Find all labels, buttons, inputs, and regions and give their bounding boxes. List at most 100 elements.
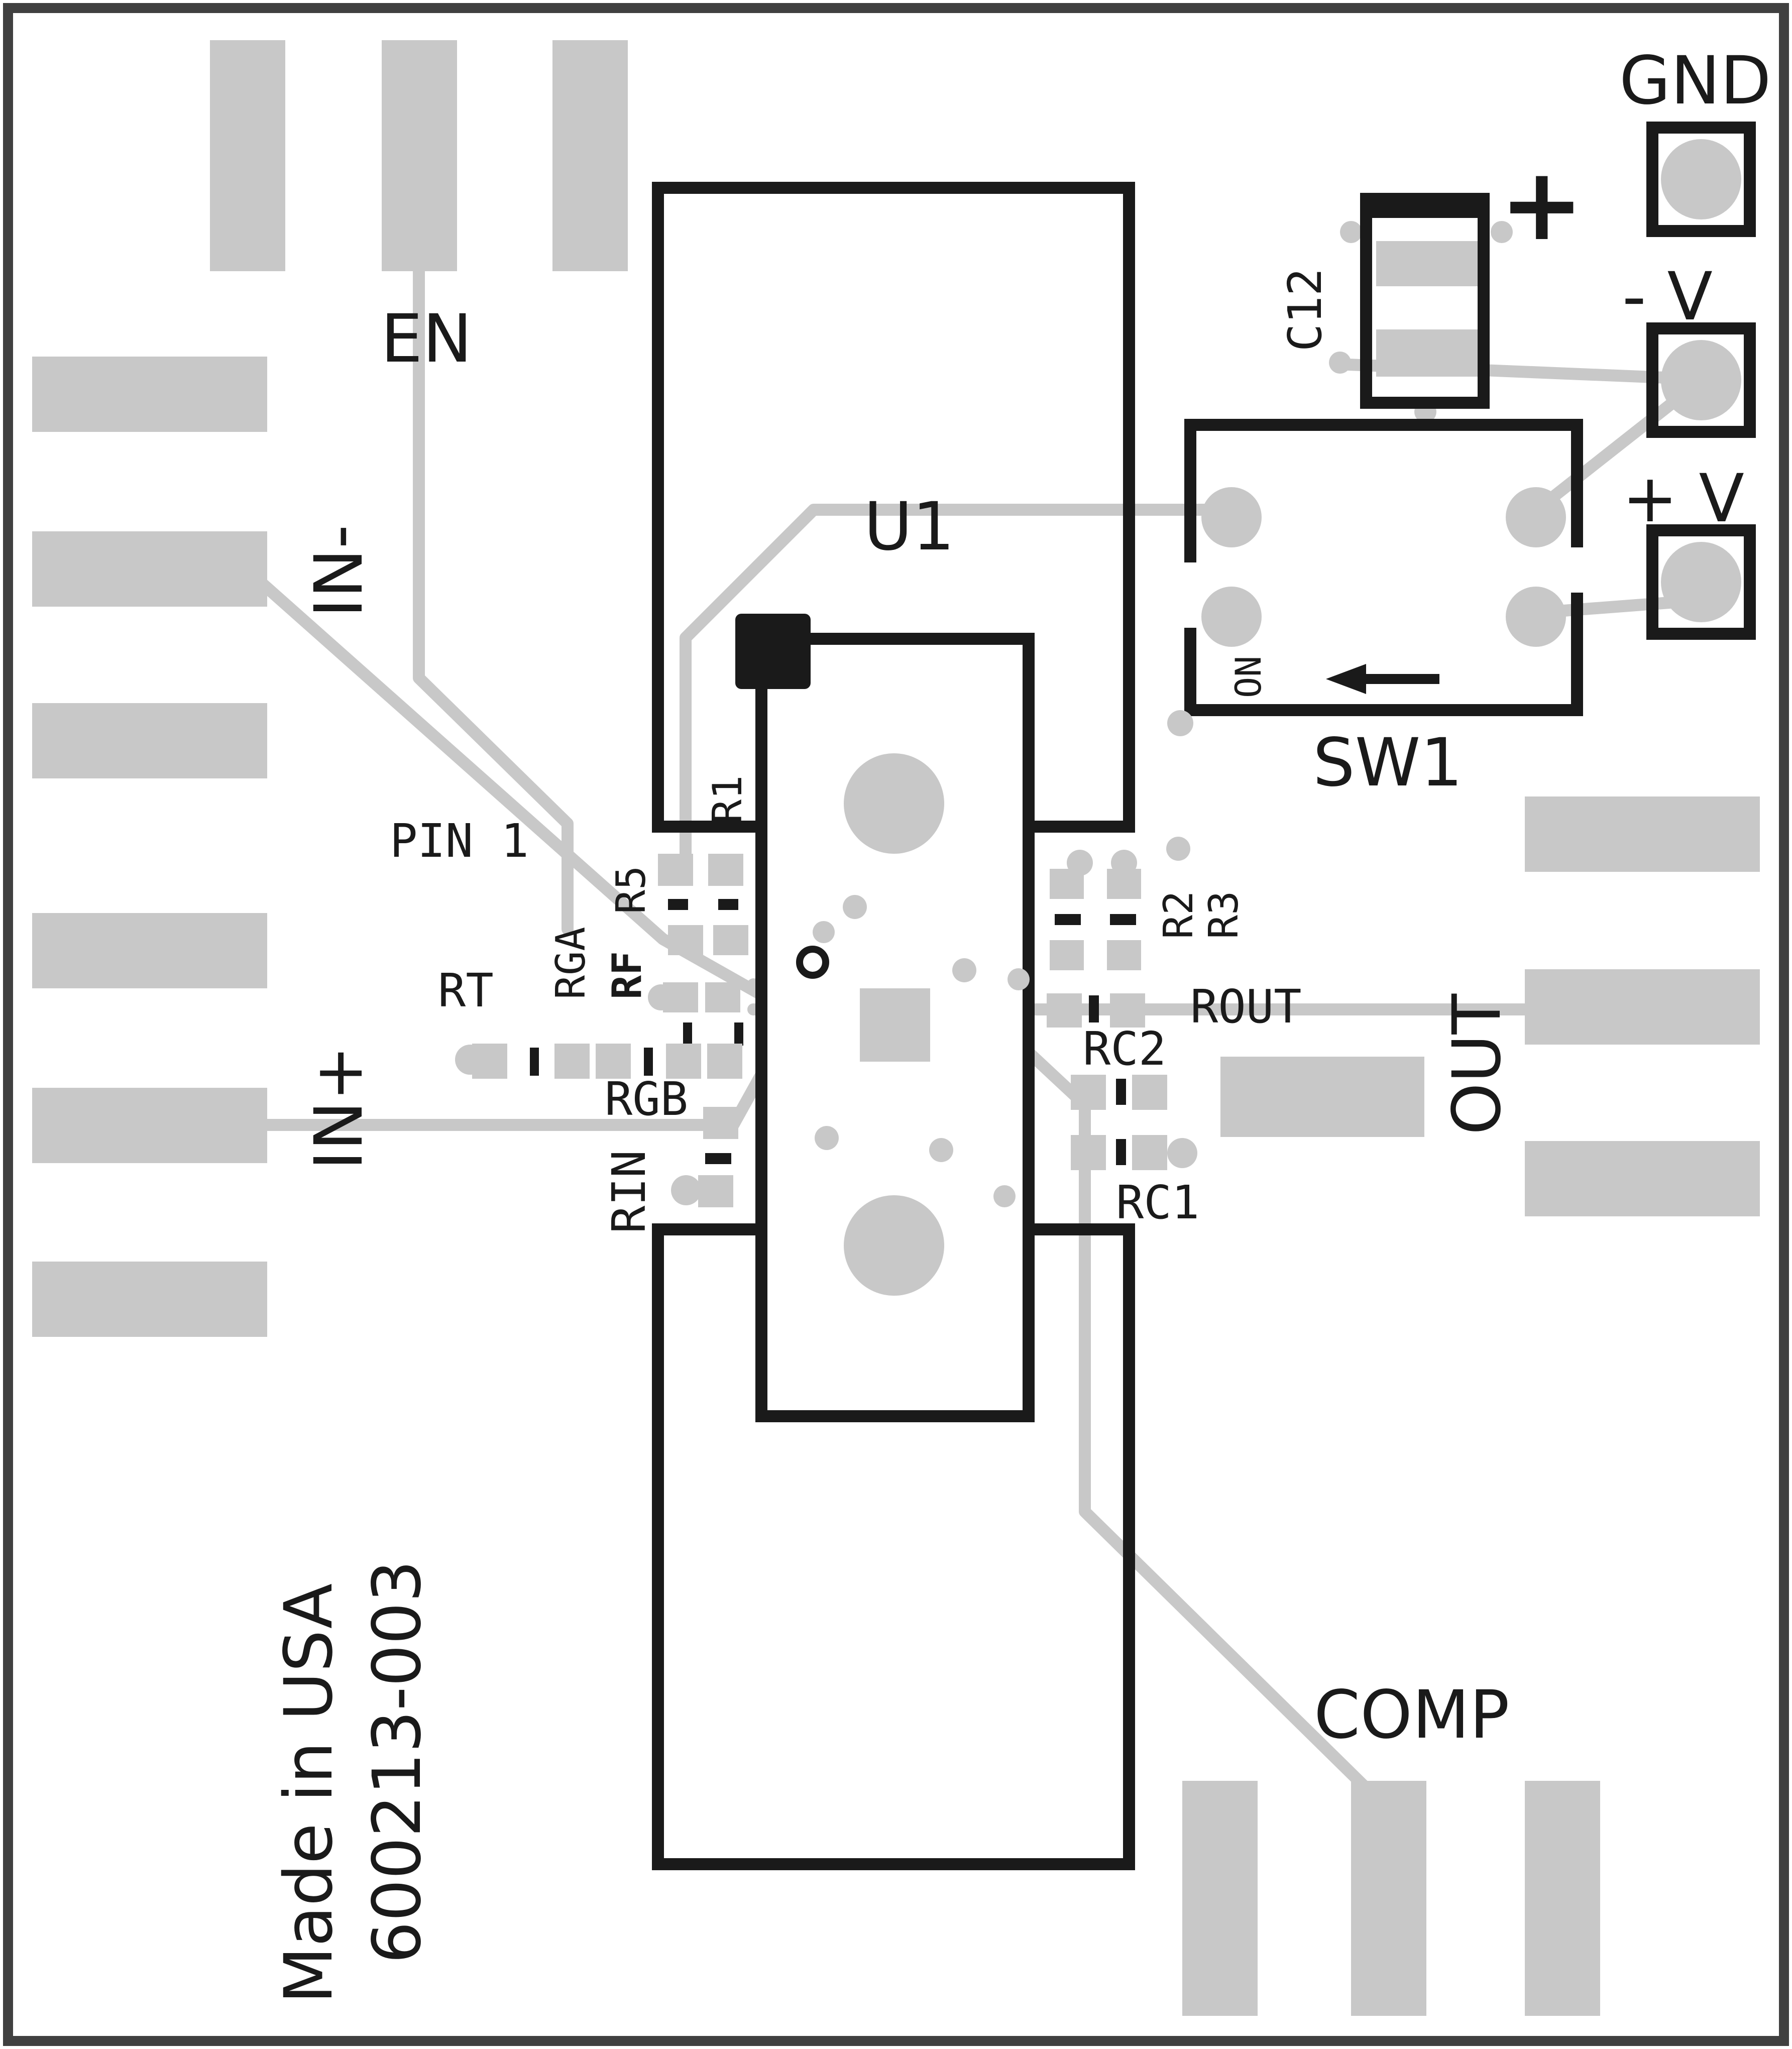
label-u1: U1 [864, 488, 955, 565]
silkscreen-mark [683, 1022, 692, 1046]
switch-sw1 [1167, 419, 1583, 736]
terminal-pos-v-outline [1646, 524, 1756, 640]
copper-pad [1050, 940, 1084, 970]
pad-left-4 [32, 913, 267, 988]
copper-pad [1007, 968, 1030, 990]
silkscreen-mark [530, 1048, 539, 1076]
ic-socket-outline [755, 633, 1035, 1422]
label-r3: R3 [1200, 891, 1247, 939]
silkscreen-mark [1116, 1079, 1126, 1105]
c12-pad-bottom [1376, 329, 1480, 377]
label-rin: RIN [602, 1150, 656, 1233]
silkscreen-mark [705, 1153, 731, 1164]
copper-pad [648, 984, 674, 1010]
pad-bottom-1 [1182, 1781, 1258, 2016]
sw1-pad-3 [1506, 487, 1566, 547]
copper-pad [668, 925, 703, 955]
trace-comp [1079, 1099, 1382, 1804]
pad-right-out [1525, 969, 1760, 1045]
pad-top-1 [210, 40, 285, 271]
silkscreen-mark [718, 899, 738, 910]
sw1-pad-1 [1201, 487, 1262, 547]
copper-pad [1071, 1075, 1106, 1110]
copper-pad [713, 925, 748, 955]
silkscreen-mark [668, 899, 688, 910]
silkscreen-mark [1089, 995, 1099, 1022]
copper-pad [1110, 993, 1145, 1028]
copper-pad [703, 1107, 738, 1139]
label-rf: RF [604, 951, 650, 999]
label-rt: RT [438, 964, 494, 1017]
copper-pad [813, 921, 835, 943]
copper-pad [707, 1044, 742, 1079]
pin1-via [796, 946, 829, 979]
copper-pad [952, 958, 976, 982]
terminal-gnd-outline [1646, 122, 1756, 237]
label-rout: ROUT [1190, 980, 1302, 1034]
label-sw-on: ON [1228, 656, 1269, 698]
c12-polarity-bar [1366, 195, 1484, 218]
label-pos-v: + V [1622, 460, 1744, 537]
pad-right-3 [1525, 1141, 1760, 1216]
silkscreen-mark [1116, 1139, 1126, 1165]
copper-pad [1166, 837, 1190, 861]
trace-u1-sw1 [680, 504, 1237, 865]
copper-pad [993, 1185, 1016, 1207]
label-rc1: RC1 [1116, 1176, 1199, 1229]
terminal-pos-v-pad [1661, 542, 1741, 622]
copper-pad [844, 1195, 944, 1296]
label-r1: R1 [704, 775, 751, 824]
silkscreen-mark [734, 1022, 743, 1046]
copper-pad [1111, 850, 1137, 876]
copper-pad [705, 982, 740, 1012]
sw1-pad-2 [1201, 587, 1262, 647]
pad-right-1 [1525, 796, 1760, 872]
pad-left-6 [32, 1262, 267, 1337]
pad-top-3 [552, 40, 628, 271]
ic-socket-vias [796, 753, 1190, 1296]
label-c12-plus: + [1500, 146, 1584, 263]
label-r5: R5 [608, 866, 654, 914]
terminal-neg-v-pad [1661, 340, 1741, 420]
label-en: EN [381, 300, 472, 378]
label-pin1: PIN 1 [390, 814, 529, 868]
terminal-gnd-pad [1661, 139, 1741, 219]
copper-pad [843, 895, 867, 919]
copper-pad [1132, 1135, 1167, 1170]
copper-pad [844, 753, 944, 854]
pad-top-en [382, 40, 457, 271]
label-sw1: SW1 [1313, 724, 1463, 802]
silkscreen-mark [1110, 914, 1136, 925]
silkscreen-mark [1055, 914, 1081, 925]
label-rgb: RGB [605, 1072, 688, 1126]
copper-pad [658, 854, 693, 886]
pin1-marker [735, 614, 811, 689]
smd-pads [455, 850, 1197, 1207]
label-rga: RGA [547, 927, 594, 1000]
copper-pad [815, 1126, 839, 1150]
copper-pad [455, 1045, 485, 1075]
pad-left-in-pos [32, 1088, 267, 1163]
label-c12: C12 [1278, 268, 1332, 352]
copper-pad [1167, 710, 1193, 736]
label-gnd: GND [1619, 42, 1771, 120]
copper-pad [666, 1044, 701, 1079]
label-part-number: 600213-003 [359, 1560, 436, 1964]
copper-pad [1067, 850, 1093, 876]
pad-bottom-3 [1525, 1781, 1600, 2016]
pad-left-in-neg [32, 531, 267, 607]
copper-pad [1132, 1075, 1167, 1110]
copper-pad [1329, 352, 1351, 374]
copper-pad [554, 1044, 590, 1079]
sw1-pad-4 [1506, 587, 1566, 647]
pad-bottom-comp [1351, 1781, 1426, 2016]
copper-pad [1047, 993, 1082, 1028]
sw1-on-arrow [1326, 664, 1439, 694]
sw1-outline [1184, 419, 1583, 716]
label-rc2: RC2 [1083, 1022, 1166, 1076]
label-in-neg: IN- [300, 525, 378, 618]
label-comp: COMP [1314, 1676, 1510, 1754]
pad-right-gnd-strip [1220, 1057, 1424, 1137]
copper-pad [596, 1044, 631, 1079]
